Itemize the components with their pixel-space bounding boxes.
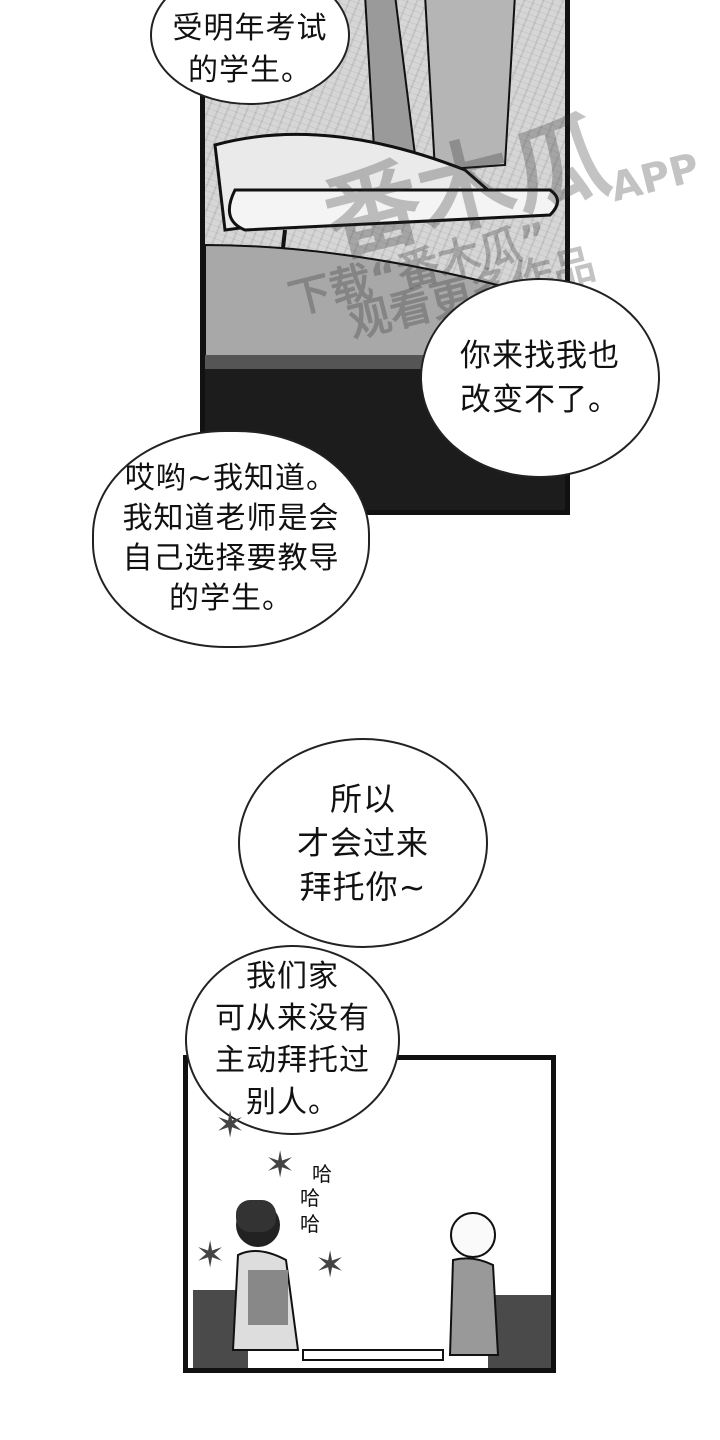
- speech-text: 受明年考试 的学生。: [172, 11, 328, 88]
- star-icon: ✶: [195, 1235, 226, 1276]
- speech-bubble-4: 所以 才会过来 拜托你~: [238, 738, 488, 948]
- speech-bubble-2: 你来找我也 改变不了。: [420, 278, 660, 478]
- sfx-laugh-1: 哈: [312, 1162, 332, 1186]
- watermark-app: APP: [605, 144, 704, 212]
- speech-text: 你来找我也 改变不了。: [460, 338, 620, 418]
- speech-bubble-1: 受明年考试 的学生。: [150, 0, 350, 105]
- speech-text: 哎哟~我知道。 我知道老师是会 自己选择要教导 的学生。: [122, 461, 340, 616]
- speech-text: 所以 才会过来 拜托你~: [296, 780, 429, 906]
- star-icon: ✶: [265, 1145, 296, 1186]
- two-characters-illustration: [193, 1200, 551, 1368]
- speech-bubble-5: 我们家 可从来没有 主动拜托过 别人。: [185, 945, 400, 1135]
- top-panel: [200, 0, 570, 515]
- speech-bubble-3: 哎哟~我知道。 我知道老师是会 自己选择要教导 的学生。: [92, 430, 370, 648]
- star-icon: ✶: [315, 1245, 346, 1286]
- sfx-laugh-2: 哈: [300, 1186, 320, 1210]
- sfx-laugh-3: 哈: [300, 1212, 320, 1236]
- star-icon: ✶: [215, 1105, 246, 1146]
- speech-text: 我们家 可从来没有 主动拜托过 别人。: [215, 959, 370, 1120]
